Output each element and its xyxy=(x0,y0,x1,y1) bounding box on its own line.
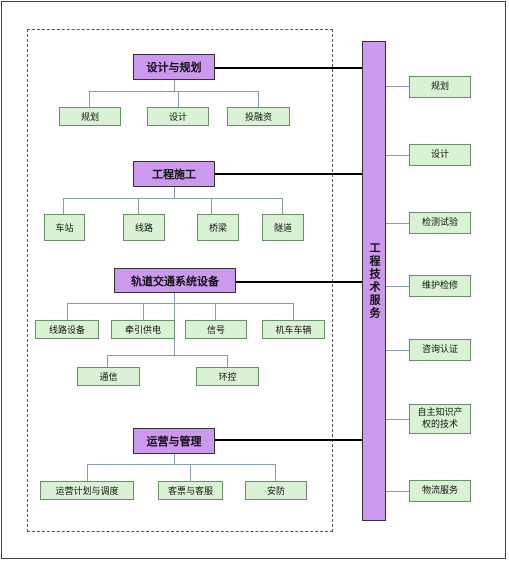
group-systems-title: 轨道交通系统设备 xyxy=(114,268,236,293)
service-logistics: 物流服务 xyxy=(409,480,471,502)
operation-item-ticketing: 客票与客服 xyxy=(158,481,223,500)
construction-item-tunnel: 隧道 xyxy=(262,214,304,241)
design-item-investment: 投融资 xyxy=(227,107,290,126)
design-item-planning: 规划 xyxy=(59,107,121,126)
service-maintenance: 维护检修 xyxy=(409,275,471,297)
design-item-design: 设计 xyxy=(147,107,209,126)
systems-item-signal: 信号 xyxy=(185,320,247,339)
operation-item-scheduling: 运营计划与调度 xyxy=(40,481,134,500)
group-construction-title: 工程施工 xyxy=(133,161,215,187)
service-testing: 检测试验 xyxy=(409,212,471,234)
service-ip-technology: 自主知识产权的技术 xyxy=(409,404,471,434)
service-design: 设计 xyxy=(409,144,471,166)
service-consulting: 咨询认证 xyxy=(409,339,471,361)
group-design-title: 设计与规划 xyxy=(133,54,215,80)
construction-item-station: 车站 xyxy=(44,214,85,241)
systems-item-communication: 通信 xyxy=(77,367,140,386)
construction-item-line: 线路 xyxy=(123,214,165,241)
construction-item-bridge: 桥梁 xyxy=(197,214,239,241)
systems-item-environment-control: 环控 xyxy=(196,367,259,386)
systems-item-traction-power: 牵引供电 xyxy=(111,320,175,339)
operation-item-security: 安防 xyxy=(245,481,307,500)
service-bar: 工程技术服务 xyxy=(362,41,386,521)
service-planning: 规划 xyxy=(409,76,471,98)
dashed-region xyxy=(27,29,333,532)
systems-item-line-equipment: 线路设备 xyxy=(35,320,99,339)
group-operation-title: 运营与管理 xyxy=(133,428,215,454)
systems-item-rolling-stock: 机车车辆 xyxy=(262,320,325,339)
